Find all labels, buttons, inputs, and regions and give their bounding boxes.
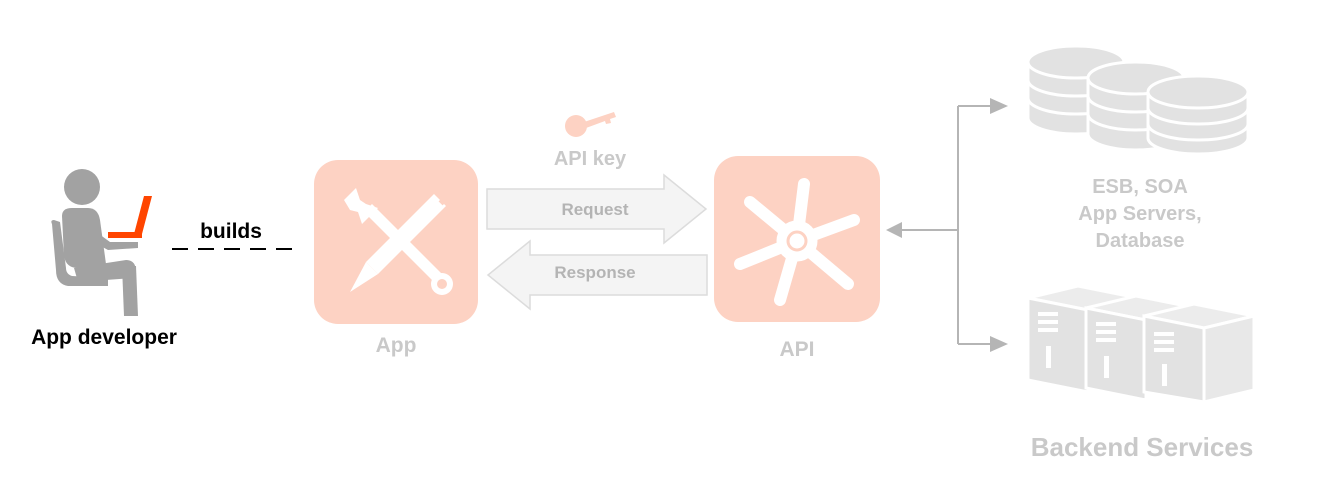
api-icon [714,156,880,322]
servers-icon [1026,284,1256,404]
database-icon [1026,44,1250,156]
app-label: App [375,334,417,357]
api-label: API [779,338,815,361]
backend-line-2: App Servers, [1078,203,1202,225]
api-key-label: API key [553,148,627,170]
app-icon [314,160,478,324]
builds-connector [172,248,300,250]
backend-services-title: Backend Services [1030,432,1254,462]
backend-line-3: Database [1095,230,1185,252]
response-label: Response [554,263,636,282]
key-icon [565,112,616,137]
backend-line-1: ESB, SOA [1092,176,1188,198]
response-arrow [486,239,708,311]
developer-label: App developer [31,326,177,349]
backend-connector [886,98,1008,352]
request-label: Request [561,200,629,219]
developer-icon [51,169,152,316]
builds-label: builds [200,220,262,243]
request-arrow [486,173,708,245]
